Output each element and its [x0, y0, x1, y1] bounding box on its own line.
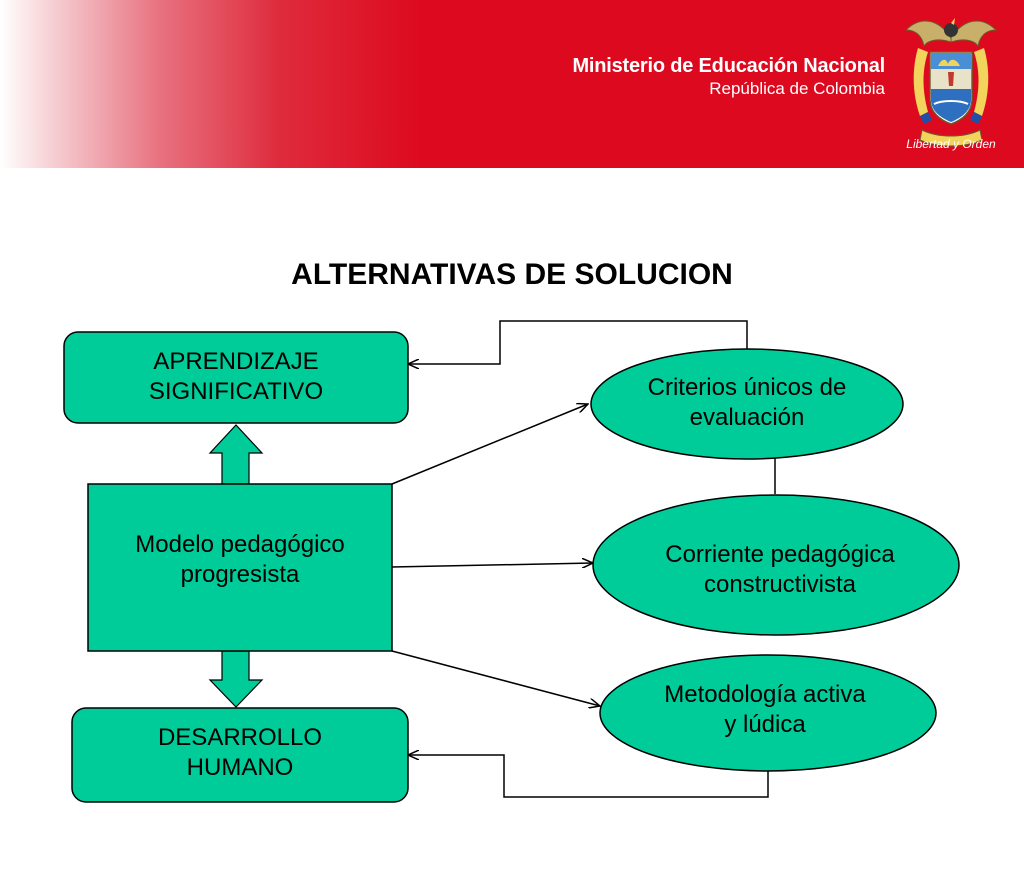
- motto-text: Libertad y Orden: [906, 137, 996, 151]
- ministry-name: Ministerio de Educación Nacional: [572, 55, 885, 77]
- coat-of-arms-icon: [904, 18, 998, 147]
- node-corriente-ellipse: [592, 494, 960, 636]
- node-desarrollo-label: DESARROLLO HUMANO: [157, 724, 323, 781]
- node-criterios-label: Criterios únicos de evaluación: [647, 374, 847, 431]
- header-banner: [0, 0, 1024, 168]
- node-modelo-label: Modelo pedagógico progresista: [135, 531, 345, 588]
- connector-criterios-to-aprendizaje: [408, 320, 748, 364]
- page-title: ALTERNATIVAS DE SOLUCION: [291, 258, 733, 291]
- node-desarrollo-box: [71, 707, 409, 803]
- node-metodologia-ellipse: [599, 654, 937, 772]
- block-arrow-up: [208, 424, 264, 485]
- node-criterios-ellipse: [590, 348, 904, 460]
- node-corriente-label: Corriente pedagógica constructivista: [665, 541, 895, 598]
- block-arrow-down: [208, 650, 264, 708]
- node-aprendizaje-label: APRENDIZAJE SIGNIFICATIVO: [148, 348, 324, 405]
- ministry-block: Ministerio de Educación Nacional Repúbli…: [572, 54, 885, 100]
- connector-modelo-to-criterios: [391, 404, 588, 485]
- node-metodologia-label: Metodología activa y lúdica: [664, 681, 866, 738]
- ministry-subtitle: República de Colombia: [709, 79, 885, 98]
- connector-metodologia-to-desarrollo: [408, 755, 769, 798]
- connector-modelo-to-corriente: [391, 563, 593, 567]
- node-modelo-box: [87, 483, 393, 652]
- connector-modelo-to-metodologia: [391, 650, 600, 706]
- node-aprendizaje-box: [63, 331, 409, 424]
